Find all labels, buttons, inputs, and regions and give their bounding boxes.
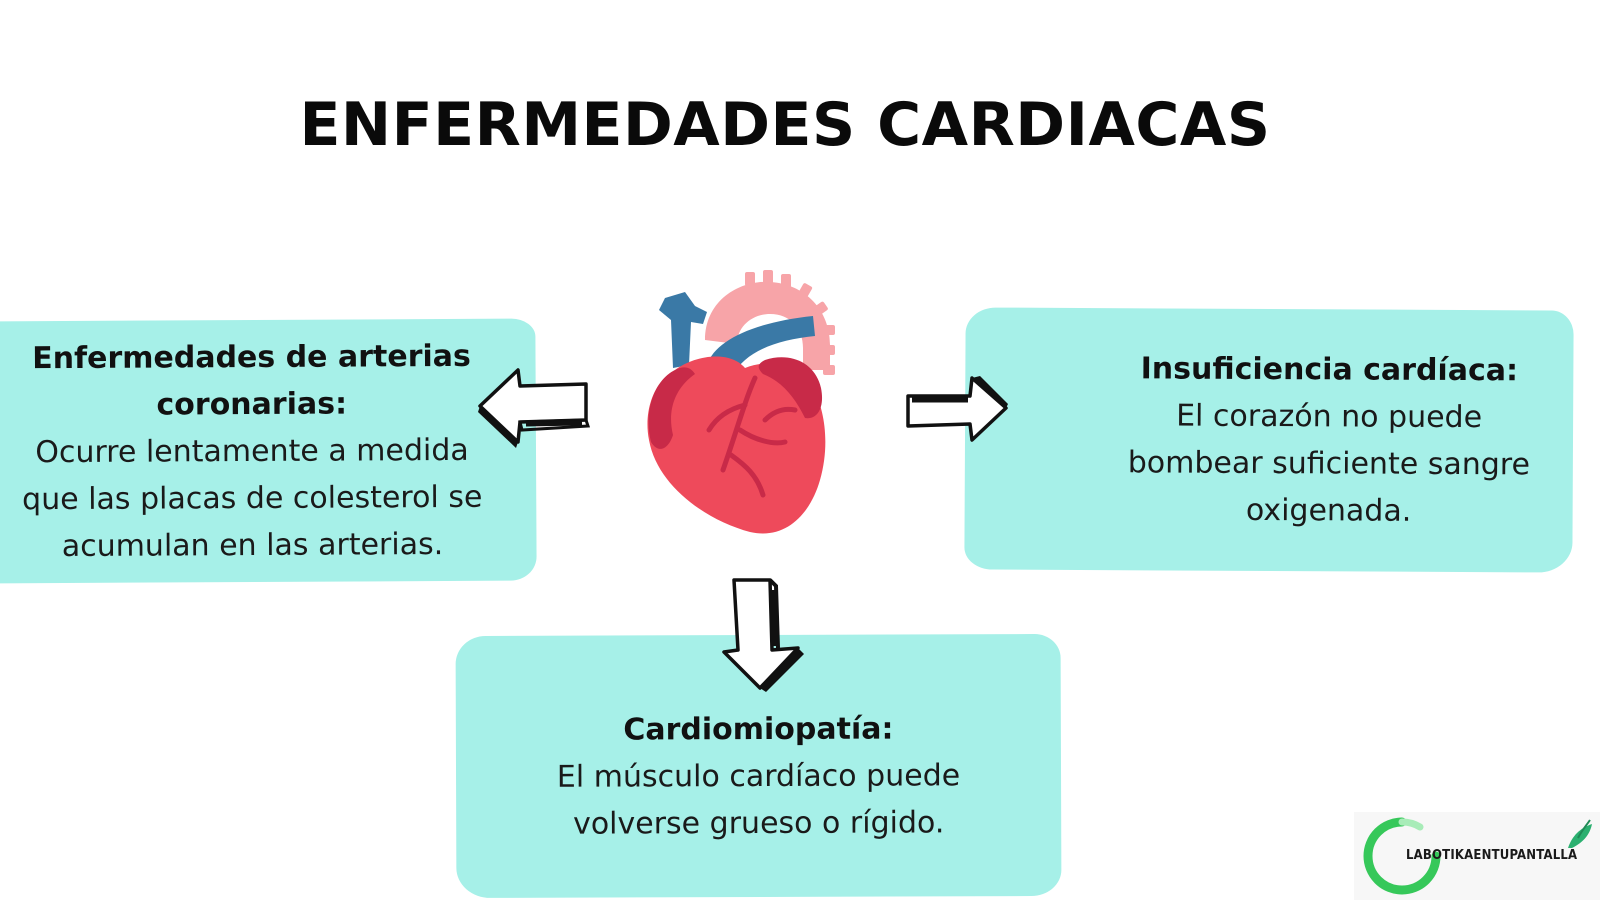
heart-failure-body-line3: oxigenada. — [1245, 492, 1412, 529]
ring-icon — [1363, 817, 1441, 895]
coronary-body-line1: Ocurre lentamente a medida — [35, 432, 469, 470]
brand-logo: LABOTIKAENTUPANTALLA — [1354, 812, 1600, 900]
cardiomyopathy-heading: Cardiomiopatía: — [623, 711, 894, 747]
arrow-right-icon — [906, 376, 1008, 442]
coronary-heading-line1: Enfermedades de arterias — [32, 338, 471, 376]
coronary-heading-line2: coronarias: — [156, 386, 348, 423]
heart-failure-body-line1: El corazón no puede — [1176, 398, 1483, 436]
arrow-left-icon — [478, 368, 591, 448]
heart-failure-box: Insuficiencia cardíaca: El corazón no pu… — [964, 307, 1574, 573]
logo-text: LABOTIKAENTUPANTALLA — [1406, 848, 1578, 863]
heart-failure-heading: Insuficiencia cardíaca: — [1140, 351, 1519, 389]
leaf-icon — [1568, 819, 1592, 848]
heart-icon — [647, 270, 835, 534]
coronary-disease-box: Enfermedades de arterias coronarias: Ocu… — [0, 318, 537, 584]
arrow-down-icon — [722, 578, 804, 692]
page-title: ENFERMEDADES CARDIACAS — [299, 90, 1271, 160]
coronary-body-line2: que las placas de colesterol se — [22, 479, 483, 517]
cardiomyopathy-body-line1: El músculo cardíaco puede — [556, 757, 961, 795]
coronary-body-line3: acumulan en las arterias. — [61, 526, 444, 564]
heart-failure-body-line2: bombear suficiente sangre — [1127, 445, 1531, 483]
cardiomyopathy-body-line2: volverse grueso o rígido. — [572, 804, 945, 842]
